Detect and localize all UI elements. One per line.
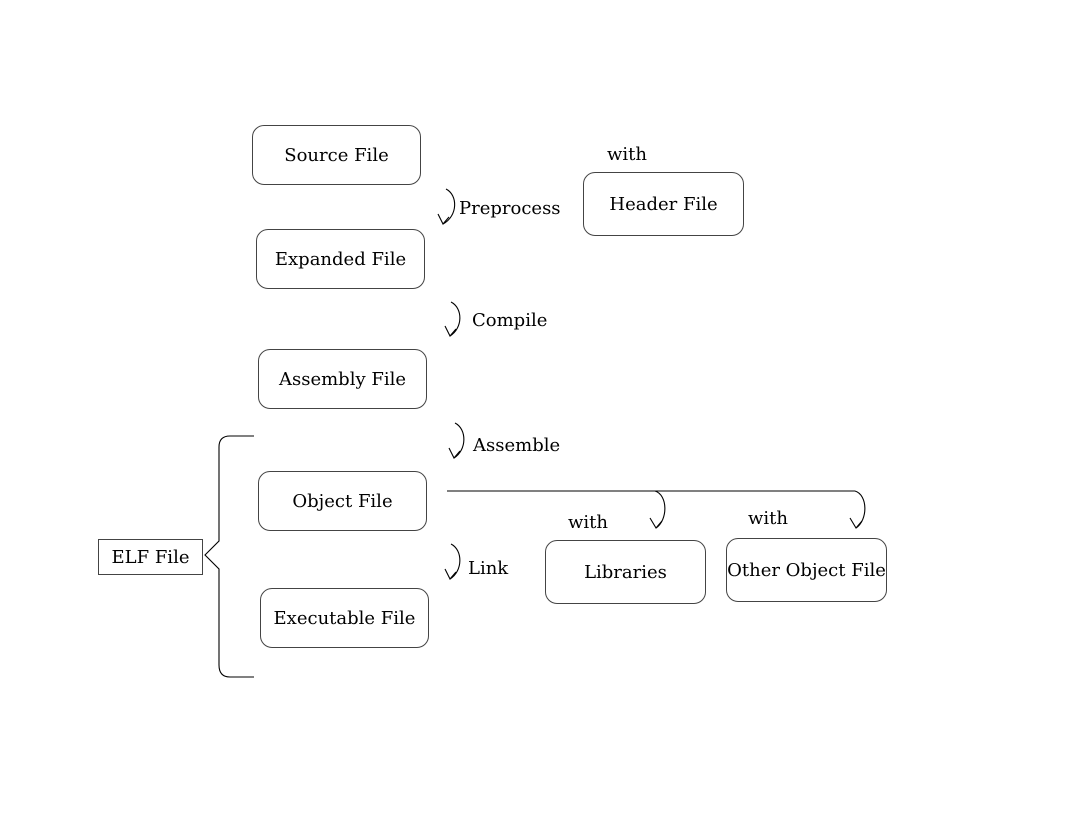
libraries-arrowhead <box>649 517 663 529</box>
assembly-file-node: Assembly File <box>258 349 427 409</box>
object-file-node: Object File <box>258 471 427 531</box>
with-libraries-label: with <box>568 512 608 533</box>
with-other-object-label: with <box>748 508 788 529</box>
executable-file-node: Executable File <box>260 588 429 648</box>
header-file-label: Header File <box>609 193 718 215</box>
other-object-arrow <box>854 490 866 529</box>
libraries-label: Libraries <box>584 561 667 583</box>
preprocess-arrow <box>442 188 456 225</box>
other-object-file-label: Other Object File <box>727 559 886 581</box>
libraries-node: Libraries <box>545 540 706 604</box>
expanded-file-label: Expanded File <box>274 248 407 270</box>
assembly-file-label: Assembly File <box>278 368 407 390</box>
other-object-file-node: Other Object File <box>726 538 887 602</box>
libraries-arrow <box>654 490 666 529</box>
assemble-arrow <box>453 422 465 459</box>
elf-file-label: ELF File <box>111 546 190 568</box>
source-file-label: Source File <box>284 144 389 166</box>
assemble-arrowhead <box>448 447 461 459</box>
other-object-arrowhead <box>849 517 863 529</box>
with-header-label: with <box>607 144 647 165</box>
expanded-file-node: Expanded File <box>256 229 425 289</box>
preprocess-step-label: Preprocess <box>459 198 561 219</box>
link-arrowhead <box>444 568 457 580</box>
assemble-step-label: Assemble <box>473 435 561 456</box>
executable-file-label: Executable File <box>273 607 416 629</box>
elf-file-node: ELF File <box>98 539 203 575</box>
link-arrow <box>449 543 461 580</box>
link-step-label: Link <box>468 558 509 579</box>
compile-step-label: Compile <box>472 310 548 331</box>
object-file-label: Object File <box>292 490 393 512</box>
preprocess-arrowhead <box>437 213 450 225</box>
compile-arrow <box>449 301 461 337</box>
elf-brace <box>204 435 254 678</box>
source-file-node: Source File <box>252 125 421 185</box>
compile-arrowhead <box>444 325 457 337</box>
header-file-node: Header File <box>583 172 744 236</box>
